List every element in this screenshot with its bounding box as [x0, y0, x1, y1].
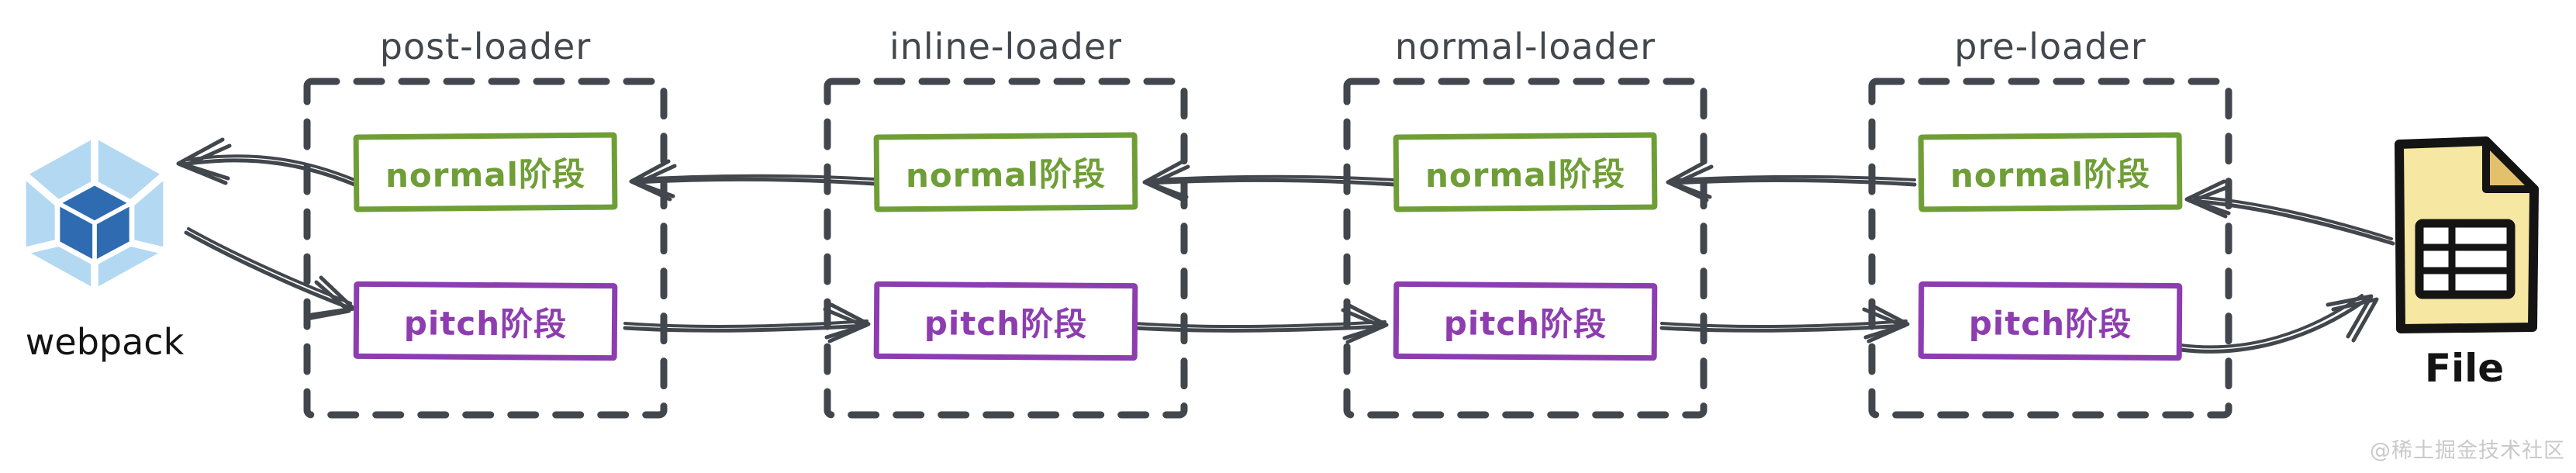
arrow-webpack-to-postloader-pitch — [184, 227, 356, 321]
file-node-label: File — [2424, 346, 2505, 391]
normal-phase-box: normal阶段 — [353, 132, 618, 212]
loader-dashed-box: normal阶段 pitch阶段 — [1868, 78, 2232, 419]
arrow-preloader-pitch-to-file — [2178, 294, 2379, 354]
arrow-postloader-pitch-to-inlineloader-pitch — [623, 302, 871, 344]
pitch-phase-box: pitch阶段 — [1393, 281, 1658, 361]
normal-phase-label: normal阶段 — [1424, 154, 1626, 195]
dashed-border — [1343, 78, 1708, 419]
webpack-node-label: webpack — [25, 321, 185, 363]
normal-phase-label: normal阶段 — [1949, 154, 2151, 195]
loader-dashed-box: normal阶段 pitch阶段 — [1343, 78, 1708, 419]
file-icon — [2395, 136, 2539, 333]
normal-phase-box: normal阶段 — [873, 132, 1138, 212]
pitch-phase-label: pitch阶段 — [1968, 303, 2132, 344]
loader-group-inline-loader: inline-loader normal阶段 pitch阶段 — [824, 23, 1188, 419]
pitch-phase-box: pitch阶段 — [1918, 281, 2183, 361]
pitch-phase-box: pitch阶段 — [873, 281, 1138, 361]
dashed-border — [303, 78, 668, 419]
arrow-normalloader-normal-to-inlineloader-normal — [1142, 160, 1397, 202]
normal-phase-label: normal阶段 — [905, 154, 1107, 195]
loader-title: inline-loader — [889, 26, 1123, 67]
loader-dashed-box: normal阶段 pitch阶段 — [824, 78, 1188, 419]
normal-phase-label: normal阶段 — [385, 154, 586, 195]
arrow-postloader-normal-to-webpack — [176, 137, 361, 188]
normal-phase-box: normal阶段 — [1393, 132, 1658, 212]
watermark-text: @稀土掘金技术社区 — [2370, 439, 2565, 463]
dashed-border — [824, 78, 1188, 419]
loader-title: post-loader — [379, 26, 592, 67]
loader-title: pre-loader — [1954, 26, 2146, 67]
loader-group-post-loader: post-loader normal阶段 pitch阶段 — [303, 23, 668, 419]
arrow-file-to-preloader-normal — [2184, 179, 2395, 246]
file-table-glyph — [2415, 219, 2516, 299]
pitch-phase-box: pitch阶段 — [353, 281, 618, 361]
loader-group-normal-loader: normal-loader normal阶段 pitch阶段 — [1343, 23, 1708, 419]
arrow-inlineloader-pitch-to-normalloader-pitch — [1131, 303, 1389, 344]
pitch-phase-label: pitch阶段 — [403, 303, 568, 344]
loader-dashed-box: normal阶段 pitch阶段 — [303, 78, 668, 419]
loader-group-pre-loader: pre-loader normal阶段 pitch阶段 — [1868, 23, 2232, 419]
pitch-phase-label: pitch阶段 — [1443, 303, 1607, 344]
normal-phase-box: normal阶段 — [1918, 132, 2183, 212]
loader-title: normal-loader — [1394, 26, 1656, 67]
dashed-border — [1868, 78, 2232, 419]
webpack-logo-icon — [22, 134, 167, 292]
pitch-phase-label: pitch阶段 — [924, 303, 1088, 344]
